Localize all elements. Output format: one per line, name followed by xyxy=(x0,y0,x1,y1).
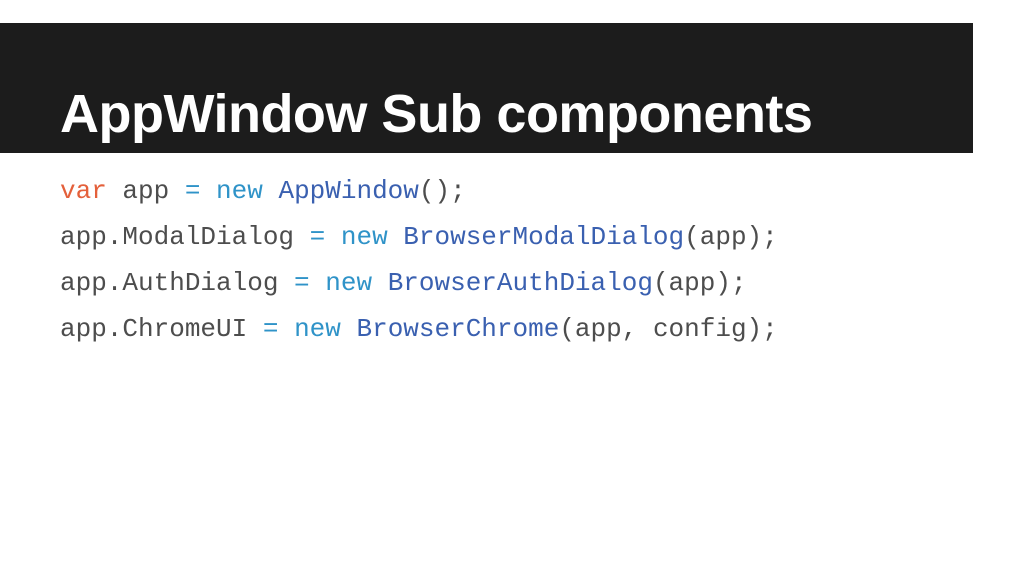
slide-title-bar: AppWindow Sub components xyxy=(0,23,973,153)
code-token-classname: BrowserChrome xyxy=(356,314,560,344)
code-token-classname: BrowserModalDialog xyxy=(403,222,685,252)
code-token-plain: app xyxy=(106,176,185,206)
code-token-plain xyxy=(372,268,388,298)
code-token-plain: app.AuthDialog xyxy=(60,268,295,298)
code-line: var app = new AppWindow(); xyxy=(60,168,1024,214)
code-token-plain xyxy=(278,314,294,344)
code-token-operator: = xyxy=(184,176,201,206)
code-token-plain xyxy=(310,268,326,298)
code-token-plain: app.ChromeUI xyxy=(60,314,263,344)
code-token-plain: app.ModalDialog xyxy=(60,222,310,252)
code-line: app.ModalDialog = new BrowserModalDialog… xyxy=(60,214,1024,260)
code-token-operator: = xyxy=(309,222,326,252)
code-token-plain xyxy=(388,222,404,252)
code-token-operator: new xyxy=(216,176,263,206)
code-token-plain xyxy=(200,176,216,206)
code-token-plain xyxy=(325,222,341,252)
page-title: AppWindow Sub components xyxy=(60,84,813,144)
code-token-operator: = xyxy=(294,268,310,298)
code-token-operator: new xyxy=(340,222,388,252)
code-token-classname: AppWindow xyxy=(278,176,419,206)
code-line: app.ChromeUI = new BrowserChrome(app, co… xyxy=(60,306,1024,352)
code-block: var app = new AppWindow();app.ModalDialo… xyxy=(60,168,1024,352)
code-token-plain xyxy=(341,314,357,344)
code-token-plain xyxy=(263,176,279,206)
code-token-keyword: var xyxy=(60,176,107,206)
code-token-classname: BrowserAuthDialog xyxy=(387,268,653,298)
code-token-operator: new xyxy=(294,314,341,344)
code-token-plain: (app); xyxy=(652,268,747,298)
code-token-operator: = xyxy=(262,314,279,344)
code-token-plain: (app, config); xyxy=(559,314,778,344)
code-token-operator: new xyxy=(325,268,373,298)
code-token-plain: (app); xyxy=(684,222,778,252)
code-line: app.AuthDialog = new BrowserAuthDialog(a… xyxy=(60,260,1024,306)
code-token-plain: (); xyxy=(418,176,466,206)
